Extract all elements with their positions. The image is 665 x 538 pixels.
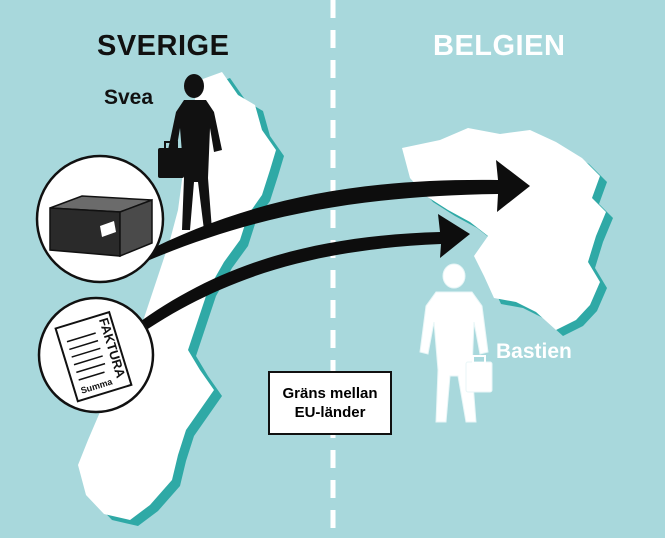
- receiver-name: Bastien: [496, 340, 572, 363]
- eu-border-label-line1: Gräns mellan: [282, 385, 378, 402]
- eu-border-label: Gräns mellan EU-länder: [268, 371, 392, 435]
- goods-flow-arrow: [120, 160, 530, 272]
- goods-circle: [35, 154, 165, 284]
- country-title-belgium: BELGIEN: [433, 30, 566, 62]
- invoice-flow-arrow: [110, 214, 470, 352]
- businessman-icon: [419, 263, 493, 423]
- country-title-sweden: SVERIGE: [97, 30, 230, 62]
- eu-border-label-line2: EU-länder: [294, 404, 366, 421]
- businesswoman-icon: [158, 74, 222, 230]
- package-icon: [49, 195, 153, 258]
- invoice-circle: Summa FAKTURA: [37, 296, 155, 414]
- sender-name: Svea: [104, 86, 154, 109]
